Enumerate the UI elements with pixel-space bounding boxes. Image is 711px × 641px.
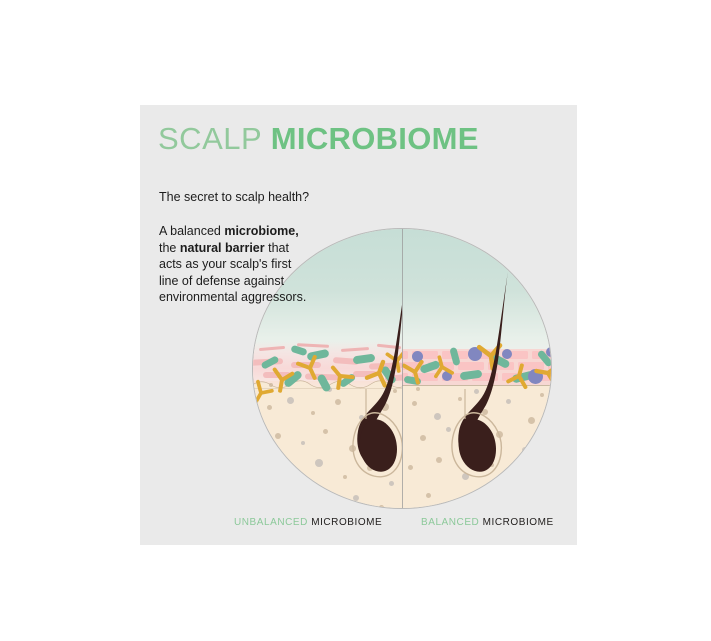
fungi-branch <box>361 355 397 391</box>
page-title: SCALP MICROBIOME <box>158 123 479 154</box>
paragraph-seg-1: microbiome, <box>224 224 299 238</box>
body-paragraph: A balanced microbiome, the natural barri… <box>159 223 309 306</box>
round-cell <box>412 351 423 362</box>
paragraph-seg-0: A balanced <box>159 224 225 238</box>
illustration-half-balanced <box>402 229 551 508</box>
round-cell <box>502 349 512 359</box>
fungi-branch <box>267 365 297 395</box>
fungi-branch <box>427 352 456 381</box>
fungi-branch <box>532 357 551 389</box>
paragraph-seg-2: the <box>159 240 180 255</box>
round-cell <box>546 347 551 357</box>
caption-row: UNBALANCED MICROBIOME BALANCED MICROBIOM… <box>140 517 577 533</box>
lede-question: The secret to scalp health? <box>159 190 310 204</box>
caption-unbalanced: UNBALANCED MICROBIOME <box>234 517 382 528</box>
scalp-cross-section-illustration <box>252 228 552 509</box>
hair-follicle-left <box>319 269 402 499</box>
round-cell <box>442 371 452 381</box>
title-light-word: SCALP <box>158 121 263 156</box>
center-divider <box>402 229 403 508</box>
hair-follicle-right <box>428 271 518 501</box>
paragraph-seg-4: that acts as your scalp's first line of … <box>159 240 307 305</box>
caption-unbalanced-emphasis: UNBALANCED <box>234 517 308 528</box>
scalp-microbiome-card: SCALP MICROBIOME The secret to scalp hea… <box>140 105 577 545</box>
fungi-branch <box>293 351 328 386</box>
fungi-branch <box>503 360 535 392</box>
paragraph-seg-3: natural barrier <box>179 240 265 255</box>
caption-balanced-emphasis: BALANCED <box>421 517 480 528</box>
round-cell <box>468 347 482 361</box>
fungi-branch <box>253 377 277 410</box>
caption-balanced-rest: MICROBIOME <box>482 517 554 528</box>
title-bold-word: MICROBIOME <box>270 121 479 156</box>
skin-boundary-right <box>402 385 551 386</box>
caption-unbalanced-rest: MICROBIOME <box>311 517 383 528</box>
caption-balanced: BALANCED MICROBIOME <box>421 517 554 528</box>
fungi-branch <box>322 358 359 395</box>
fungi-branch <box>402 356 431 388</box>
illustration-half-unbalanced <box>253 229 402 508</box>
